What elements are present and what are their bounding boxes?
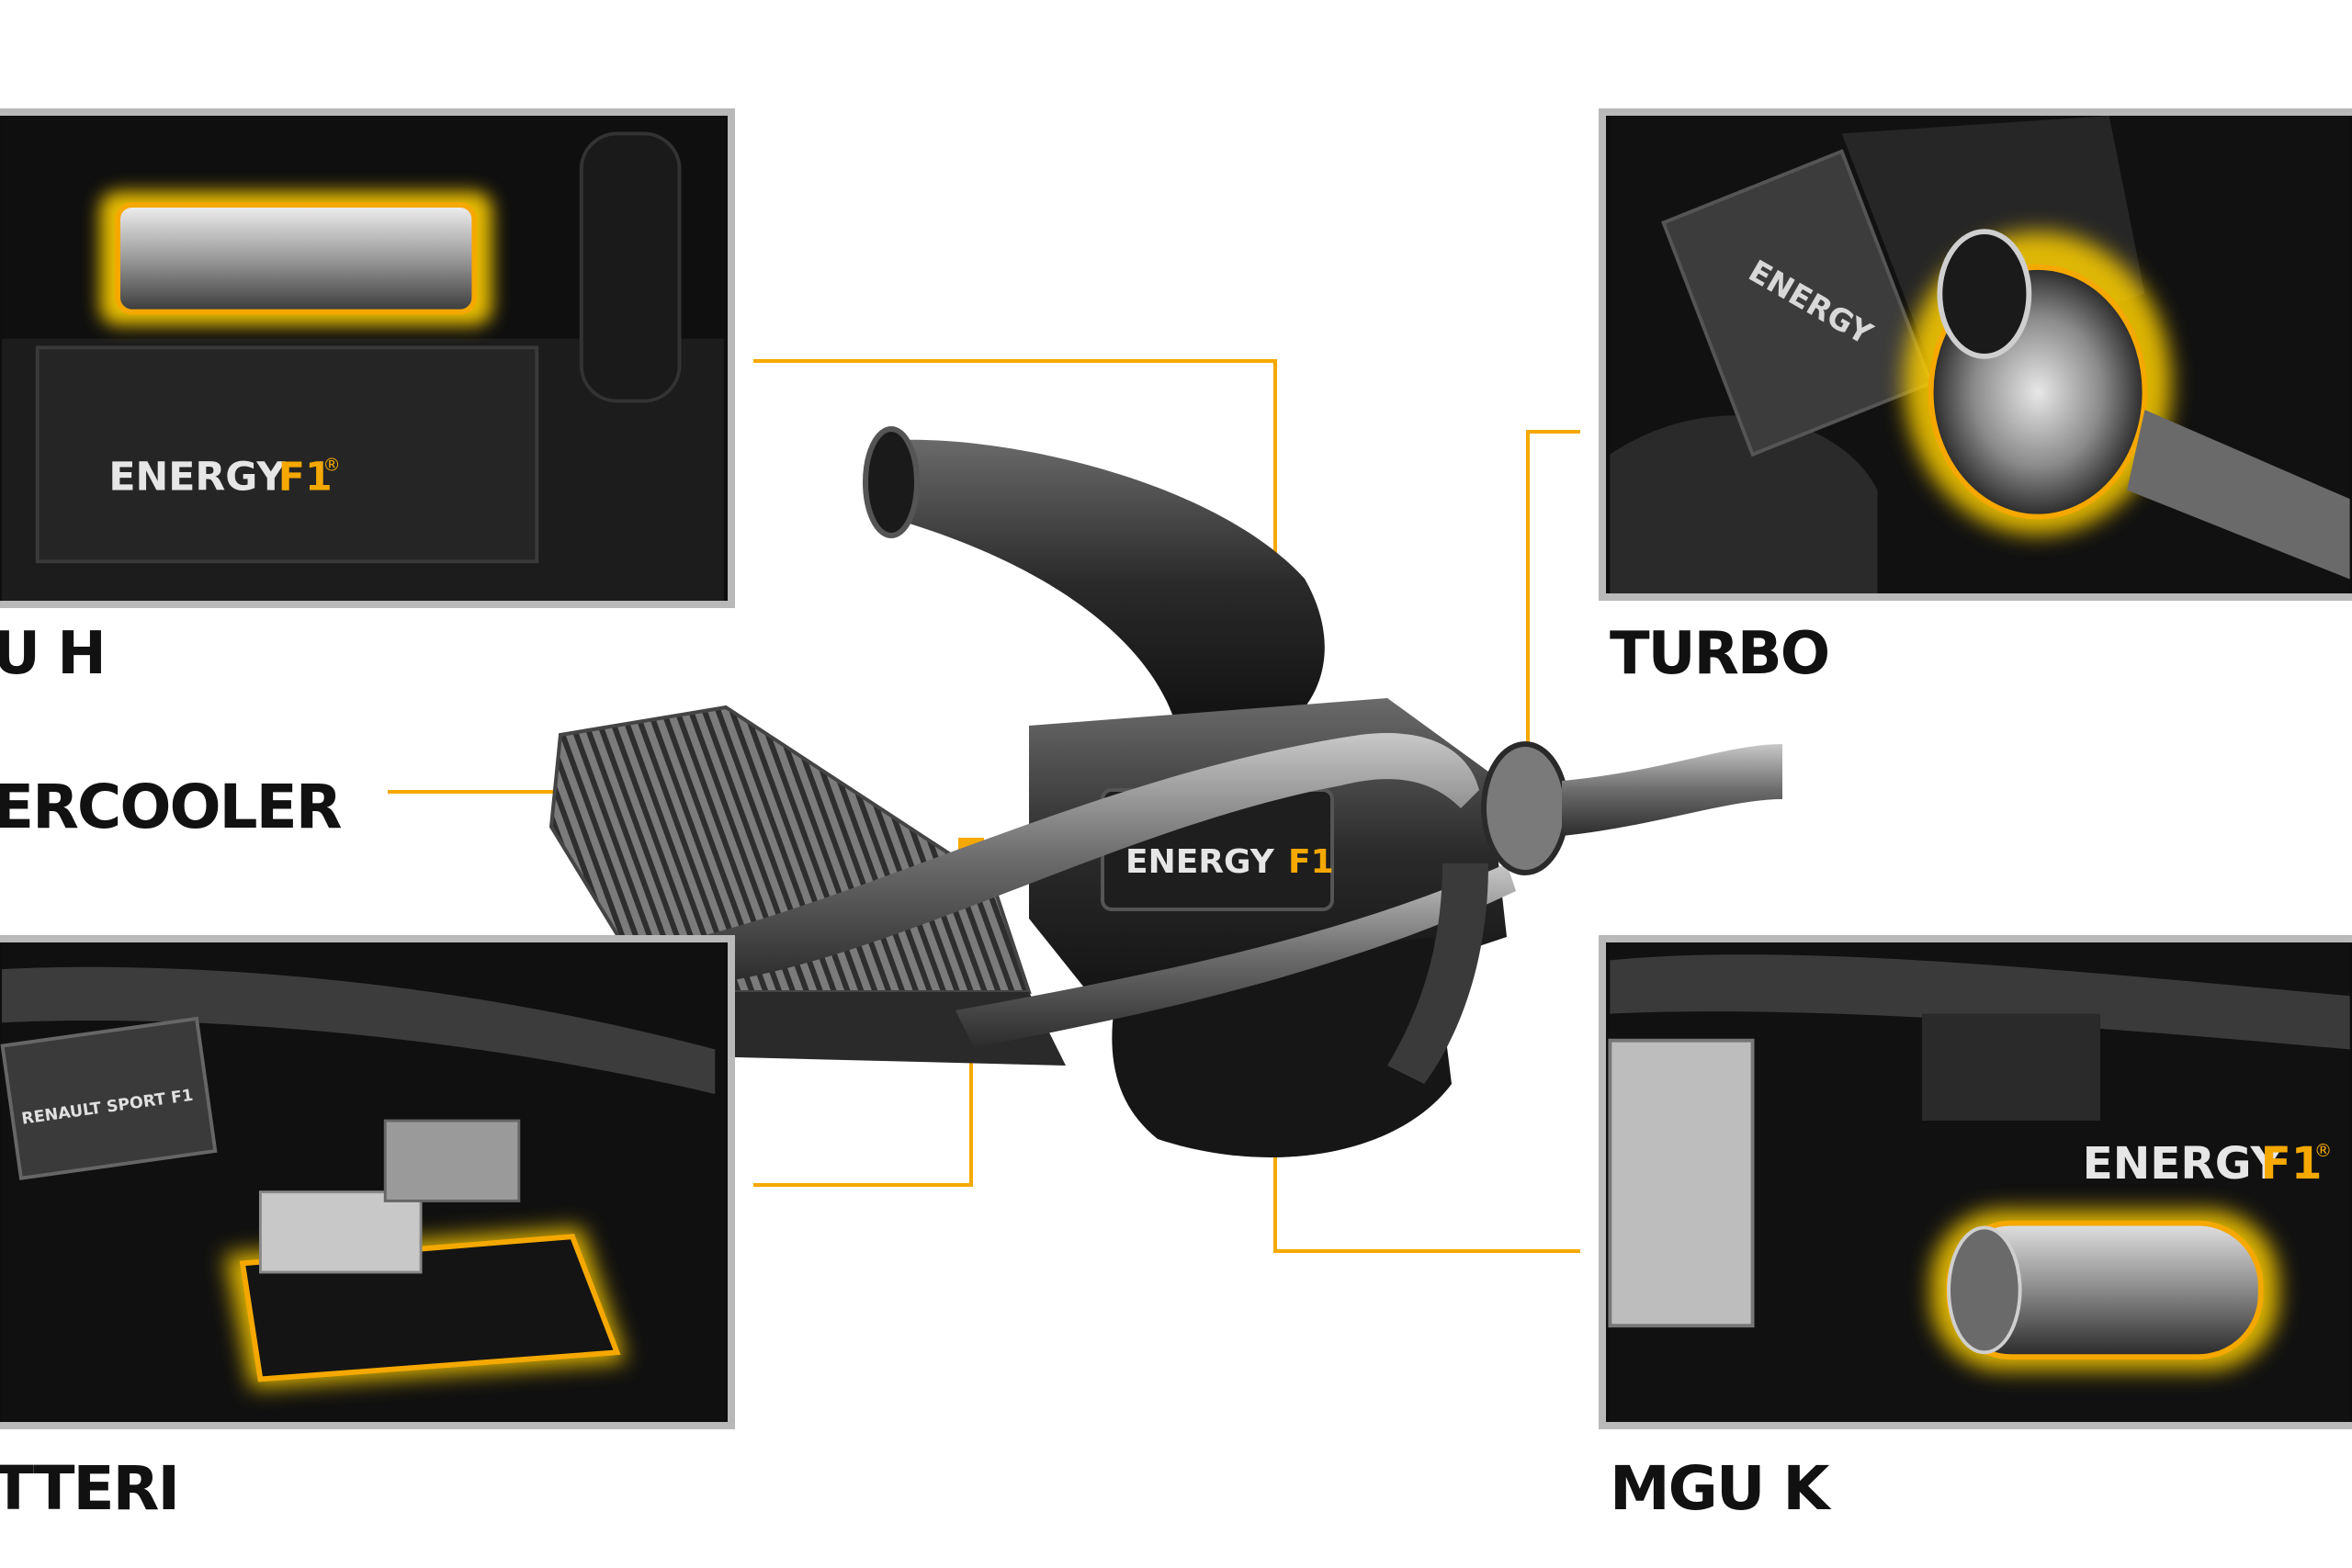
- mguh-unit: [115, 202, 478, 315]
- mguh-illustration: ENERGY F1 ®: [1, 116, 725, 601]
- mguk-illustration: ENERGY F1 ®: [1608, 942, 2350, 1422]
- turbo-housing: [1481, 741, 1569, 875]
- airbox-mouth: [863, 426, 920, 538]
- panel-f1-logo: F1: [278, 455, 333, 501]
- panel-turbo: ENERGY: [1599, 108, 2352, 601]
- engine-f1-logo: F1: [1288, 843, 1334, 881]
- exhaust-pipe: [698, 733, 1479, 983]
- turbo-outlet-pipe: [1562, 744, 1782, 836]
- engine-energy-logo: ENERGY: [1125, 843, 1275, 881]
- mguk-registered-mark: ®: [2314, 1140, 2332, 1161]
- label-mguh: U H: [0, 620, 107, 688]
- batteri-illustration: RENAULT SPORT F1: [0, 942, 724, 1422]
- mguk-energy-logo: ENERGY: [2083, 1138, 2284, 1190]
- label-turbo: TURBO: [1610, 620, 1830, 688]
- mguk-f1-logo: F1: [2261, 1138, 2323, 1190]
- turbo-illustration: ENERGY: [1610, 116, 2350, 593]
- downpipe: [1387, 863, 1488, 1084]
- panel-mguh: ENERGY F1 ®: [0, 108, 735, 608]
- panel-batteri: RENAULT SPORT F1: [0, 935, 735, 1429]
- label-intercooler: ERCOOLER: [0, 772, 343, 842]
- battery-cells: [258, 1190, 423, 1274]
- panel-registered-mark: ®: [322, 454, 340, 475]
- exhaust-pipe-lower: [956, 863, 1516, 1047]
- label-batteri: TTERI: [0, 1453, 180, 1524]
- panel-energy-logo: ENERGY: [108, 455, 286, 501]
- panel-mguk: ENERGY F1 ®: [1599, 935, 2352, 1429]
- power-unit-illustration: ENERGY F1: [548, 426, 1782, 1157]
- airbox-intake: [882, 439, 1325, 726]
- label-mguk: MGU K: [1610, 1453, 1830, 1524]
